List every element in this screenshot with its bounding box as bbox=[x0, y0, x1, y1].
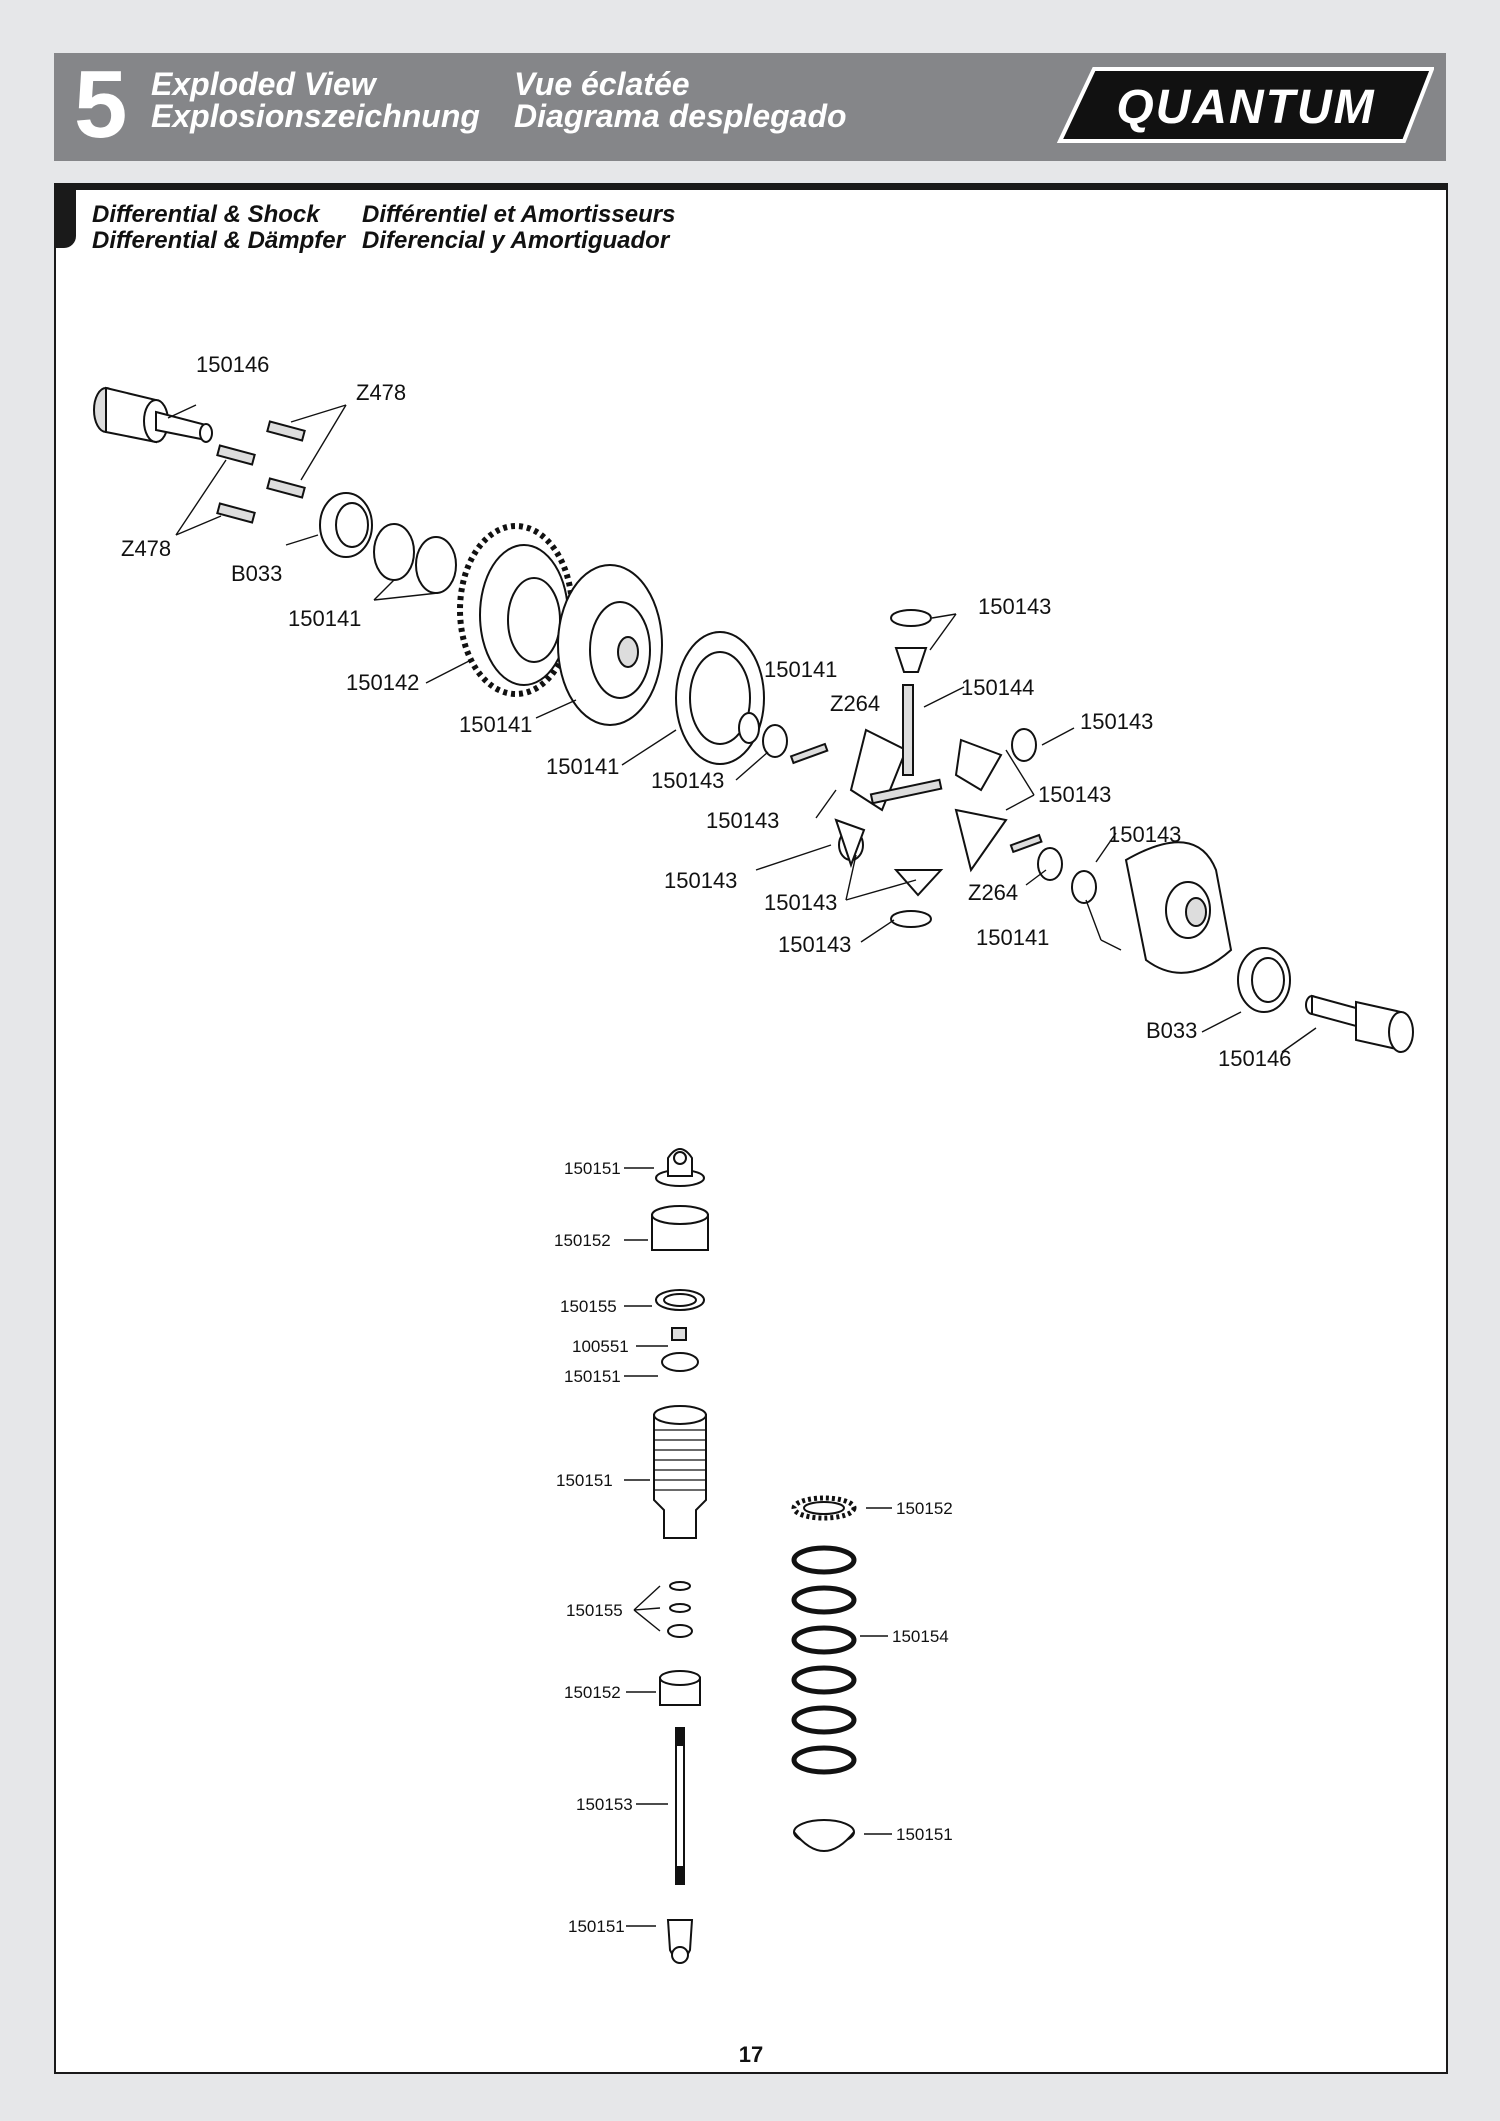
shock-label-bladder: 150151 bbox=[564, 1367, 621, 1386]
label-screw-bottom: Z478 bbox=[121, 536, 171, 561]
shock-label-cap: 150151 bbox=[564, 1159, 621, 1178]
diff-gears-group bbox=[738, 609, 1097, 928]
title-english: Exploded View bbox=[151, 66, 376, 102]
section-title-english: Differential & Shock bbox=[92, 201, 320, 228]
gasket bbox=[675, 631, 765, 765]
page-header: 5 Exploded View Explosionszeichnung Vue … bbox=[54, 53, 1446, 161]
differential-diagram: 150146 Z478 Z478 B033 150141 150142 1501… bbox=[93, 352, 1414, 1964]
title-german: Explosionszeichnung bbox=[151, 98, 480, 134]
label-ring-gear: 150142 bbox=[346, 670, 419, 695]
leader-lines bbox=[167, 404, 1317, 1053]
shock-label-rod-end: 150151 bbox=[568, 1917, 625, 1936]
label-side-gear-left: 150143 bbox=[706, 808, 779, 833]
logo-text: QUANTUM bbox=[1116, 81, 1375, 134]
diff-cover bbox=[557, 564, 663, 726]
shock-label-lower-nut: 150152 bbox=[564, 1683, 621, 1702]
section-title-spanish: Diferencial y Amortiguador bbox=[362, 227, 670, 254]
shock-label-shaft: 150153 bbox=[576, 1795, 633, 1814]
o-rings bbox=[373, 523, 457, 594]
content-panel: Differential & Shock Differential & Dämp… bbox=[54, 183, 1448, 2074]
label-bearing-right: B033 bbox=[1146, 1018, 1197, 1043]
outdrive-cup-left bbox=[93, 386, 213, 444]
label-spider-bottom: 150143 bbox=[764, 890, 837, 915]
label-cross-shaft: 150144 bbox=[961, 675, 1034, 700]
shock-label-ring: 150155 bbox=[560, 1297, 617, 1316]
diff-case bbox=[1124, 841, 1233, 974]
section-title-german: Differential & Dämpfer bbox=[92, 227, 345, 254]
label-pin-right: Z264 bbox=[968, 880, 1018, 905]
screws-z478 bbox=[216, 420, 306, 524]
label-washer-left: 150143 bbox=[664, 868, 737, 893]
label-case-shim: 150141 bbox=[976, 925, 1049, 950]
ring-gear bbox=[457, 523, 575, 697]
shock-label-pistons: 150155 bbox=[566, 1601, 623, 1620]
title-french: Vue éclatée bbox=[514, 66, 690, 102]
label-outdrive-left: 150146 bbox=[196, 352, 269, 377]
title-spanish: Diagrama desplegado bbox=[514, 98, 847, 134]
shock-label-spring-cup: 150151 bbox=[896, 1825, 953, 1844]
quantum-logo: QUANTUM bbox=[1056, 67, 1434, 143]
label-washer-a: 150143 bbox=[651, 768, 724, 793]
shock-label-spring: 150154 bbox=[892, 1627, 949, 1646]
bearing-b033-left bbox=[319, 492, 373, 558]
step-number: 5 bbox=[74, 51, 128, 158]
outdrive-cup-right bbox=[1305, 994, 1414, 1053]
label-outdrive-right: 150146 bbox=[1218, 1046, 1291, 1071]
section-tab bbox=[56, 190, 76, 248]
label-spider-top: 150143 bbox=[978, 594, 1051, 619]
label-side-gear-right: 150143 bbox=[1038, 782, 1111, 807]
page-number: 17 bbox=[738, 2042, 764, 2067]
label-washer-bottom: 150143 bbox=[778, 932, 851, 957]
bearing-b033-right bbox=[1237, 947, 1291, 1013]
shock-label-body: 150151 bbox=[556, 1471, 613, 1490]
label-washer-right-b: 150143 bbox=[1108, 822, 1181, 847]
label-diff-cover: 150141 bbox=[459, 712, 532, 737]
shock-label-nut: 100551 bbox=[572, 1337, 629, 1356]
section-title-french: Différentiel et Amortisseurs bbox=[362, 201, 676, 228]
label-o-rings: 150141 bbox=[288, 606, 361, 631]
label-screw-top: Z478 bbox=[356, 380, 406, 405]
shock-leader-lines bbox=[624, 1167, 892, 1927]
label-shim: 150141 bbox=[764, 657, 837, 682]
shock-label-cap-nut: 150152 bbox=[554, 1231, 611, 1250]
label-washer-right: 150143 bbox=[1080, 709, 1153, 734]
shock-label-adjuster: 150152 bbox=[896, 1499, 953, 1518]
label-gasket: 150141 bbox=[546, 754, 619, 779]
shock-diagram bbox=[651, 1148, 857, 1964]
label-pin-left: Z264 bbox=[830, 691, 880, 716]
label-bearing-left: B033 bbox=[231, 561, 282, 586]
